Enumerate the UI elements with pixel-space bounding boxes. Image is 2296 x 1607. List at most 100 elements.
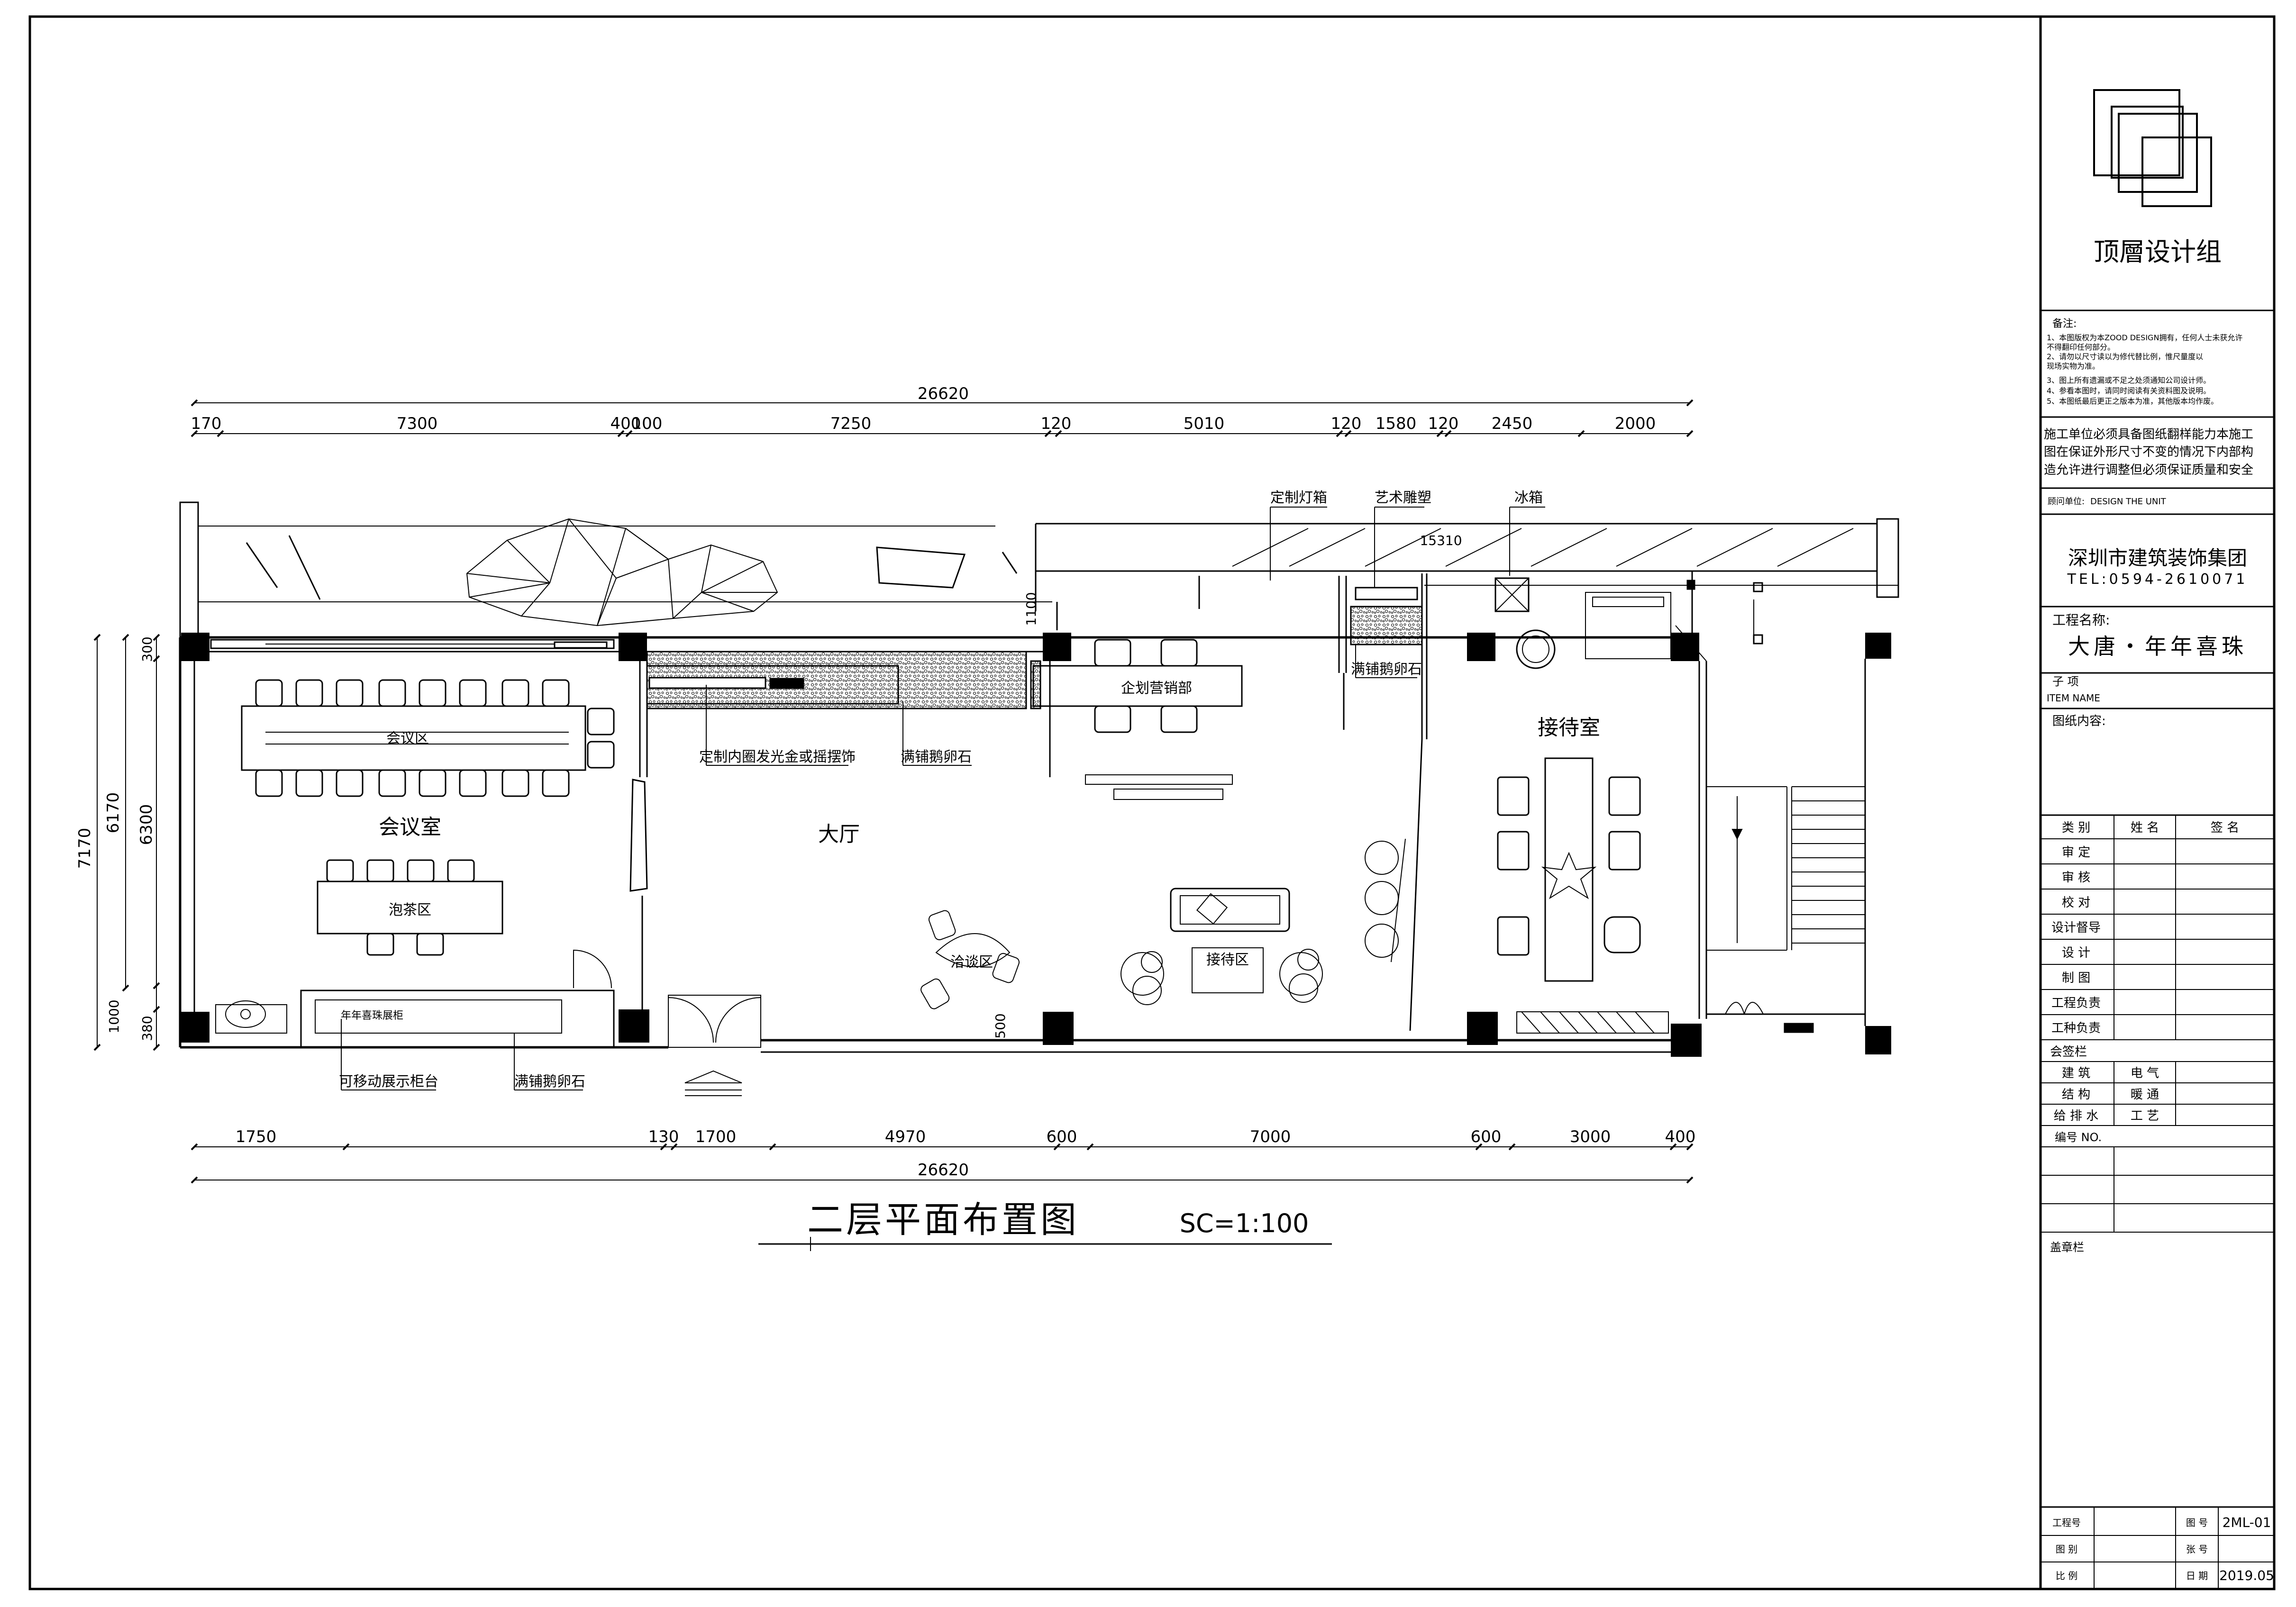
room-label-reception: 接待室 bbox=[1538, 716, 1600, 740]
callout-fridge: 冰箱 bbox=[1514, 490, 1543, 506]
sign-row-label: 设计督导 bbox=[2051, 921, 2101, 935]
project-name: 大唐・年年喜珠 bbox=[2068, 634, 2247, 659]
bottom-total-dim: 26620 bbox=[918, 1161, 969, 1180]
countersign-cell: 结 构 bbox=[2062, 1088, 2090, 1102]
zone-label-negotiation: 洽谈区 bbox=[950, 954, 993, 971]
note-line: 5、本图纸最后更正之版本为准，其他版本均作废。 bbox=[2047, 397, 2218, 406]
bottom-dim: 600 bbox=[1047, 1127, 1077, 1146]
structural-columns bbox=[181, 633, 1891, 1057]
top-dim: 2000 bbox=[1615, 414, 1656, 433]
star-rug bbox=[1541, 852, 1597, 899]
sign-row-label: 设 计 bbox=[2062, 946, 2090, 960]
number-label: 编号 NO. bbox=[2055, 1131, 2102, 1144]
top-dim: 120 bbox=[1331, 414, 1362, 433]
plan-scale: SC=1:100 bbox=[1180, 1208, 1309, 1238]
bottom-dim: 4970 bbox=[885, 1127, 926, 1146]
bottom-key: 图 别 bbox=[2056, 1543, 2077, 1555]
sign-row-label: 工程负责 bbox=[2051, 996, 2101, 1010]
item-label: 子 项 bbox=[2052, 675, 2079, 688]
callout-pebble-bottom: 满铺鹅卵石 bbox=[514, 1073, 585, 1090]
drawing-content-label: 图纸内容: bbox=[2052, 714, 2106, 728]
meeting-table bbox=[241, 705, 586, 771]
left-dim: 6170 bbox=[104, 792, 123, 834]
top-dim: 120 bbox=[1041, 414, 1072, 433]
dim-1100: 1100 bbox=[1023, 592, 1039, 626]
pebble-area-lightbox bbox=[1350, 606, 1423, 645]
top-dim: 1580 bbox=[1376, 414, 1417, 433]
callout-leaders bbox=[341, 507, 1545, 1251]
construction-note-line: 造允许进行调整但必须保证质量和安全 bbox=[2044, 463, 2253, 477]
left-dim: 6300 bbox=[137, 804, 156, 845]
bottom-dim: 3000 bbox=[1570, 1127, 1611, 1146]
callout-art-sculpture: 艺术雕塑 bbox=[1375, 490, 1431, 506]
notes-title: 备注: bbox=[2052, 318, 2077, 330]
bottom-key: 张 号 bbox=[2186, 1543, 2208, 1555]
floor-plan bbox=[93, 399, 1899, 1184]
display-counter bbox=[300, 990, 615, 1048]
reception-chairs bbox=[1121, 949, 1323, 1005]
sign-row-label: 制 图 bbox=[2062, 971, 2090, 985]
top-dim: 5010 bbox=[1184, 414, 1225, 433]
reception-long-table bbox=[1544, 757, 1594, 982]
bottom-key: 工程号 bbox=[2052, 1517, 2081, 1528]
note-line: 2、请勿以尺寸读以为修代替比例，惟尺量度以 bbox=[2047, 352, 2203, 361]
zone-label-planning: 企划营销部 bbox=[1121, 680, 1192, 697]
top-dim: 400 bbox=[610, 414, 641, 433]
zone-label-tea: 泡茶区 bbox=[389, 902, 431, 918]
top-dim: 2450 bbox=[1492, 414, 1533, 433]
countersign-cell: 建 筑 bbox=[2062, 1066, 2090, 1080]
countersign-label: 会签栏 bbox=[2050, 1045, 2087, 1059]
zone-label-meeting: 会议区 bbox=[386, 730, 429, 747]
note-line: 4、参看本图时，请同时阅读有关资料图及说明。 bbox=[2047, 386, 2211, 395]
note-line: 现场实物为准。 bbox=[2047, 362, 2100, 371]
countersign-cell: 工 艺 bbox=[2131, 1109, 2159, 1123]
sign-row-label: 审 核 bbox=[2062, 871, 2090, 885]
zone-label-reception: 接待区 bbox=[1206, 952, 1249, 968]
countersign-cell: 给 排 水 bbox=[2054, 1109, 2099, 1123]
sheet-border bbox=[28, 15, 2276, 1590]
faceted-sculpture bbox=[466, 518, 778, 626]
sofa bbox=[1170, 888, 1290, 932]
title-block bbox=[2039, 17, 2274, 1589]
left-dim: 1000 bbox=[106, 999, 122, 1033]
bottom-key: 日 期 bbox=[2186, 1570, 2208, 1581]
meeting-chairs bbox=[255, 679, 615, 797]
top-total-dim: 26620 bbox=[918, 384, 969, 403]
room-label-meeting: 会议室 bbox=[379, 815, 441, 839]
consultant-value: DESIGN THE UNIT bbox=[2090, 497, 2167, 507]
note-line: 不得翻印任何部分。 bbox=[2047, 343, 2115, 352]
left-dim: 7170 bbox=[75, 828, 94, 869]
signature-table-grid bbox=[2041, 815, 2274, 1233]
sign-row-label: 审 定 bbox=[2062, 845, 2090, 860]
stamp-label: 盖章栏 bbox=[2050, 1241, 2084, 1254]
countersign-cell: 电 气 bbox=[2131, 1066, 2159, 1080]
bottom-key: 图 号 bbox=[2186, 1517, 2208, 1528]
top-dim-small: 15310 bbox=[1420, 533, 1462, 548]
left-dim: 300 bbox=[139, 636, 155, 662]
dimension-texts: 26620 170 7300 400 100 7250 120 5010 120… bbox=[75, 384, 1695, 1180]
sign-header-category: 类 别 bbox=[2062, 821, 2090, 835]
sign-header-signature: 签 名 bbox=[2211, 821, 2239, 835]
room-label-hall: 大厅 bbox=[818, 822, 860, 846]
bottom-dim: 1750 bbox=[236, 1127, 277, 1146]
callout-custom-gold: 定制内圈发光金或摇摆饰 bbox=[699, 749, 856, 765]
sign-row-label: 工种负责 bbox=[2051, 1021, 2101, 1035]
company-name: 深圳市建筑装饰集团 bbox=[2068, 546, 2247, 570]
countersign-cell: 暖 通 bbox=[2131, 1088, 2159, 1102]
staircase bbox=[1706, 786, 1865, 951]
sign-row-label: 校 对 bbox=[2062, 896, 2090, 910]
sign-header-name: 姓 名 bbox=[2131, 821, 2159, 835]
consultant-label: 顾问单位: bbox=[2048, 497, 2085, 507]
top-dim: 100 bbox=[632, 414, 663, 433]
display-counter-label: 年年喜珠展柜 bbox=[341, 1010, 403, 1022]
dim-500: 500 bbox=[993, 1013, 1008, 1038]
bottom-dim: 7000 bbox=[1250, 1127, 1291, 1146]
callout-pebble-top: 满铺鹅卵石 bbox=[1351, 661, 1422, 678]
callout-movable-counter: 可移动展示柜台 bbox=[339, 1073, 438, 1090]
logo-squares-icon bbox=[2093, 89, 2212, 207]
bottom-key: 比 例 bbox=[2056, 1570, 2077, 1581]
drawing-date: 2019.05 bbox=[2219, 1568, 2274, 1583]
top-dim: 7250 bbox=[830, 414, 872, 433]
company-tel: TEL:0594-2610071 bbox=[2067, 571, 2248, 588]
